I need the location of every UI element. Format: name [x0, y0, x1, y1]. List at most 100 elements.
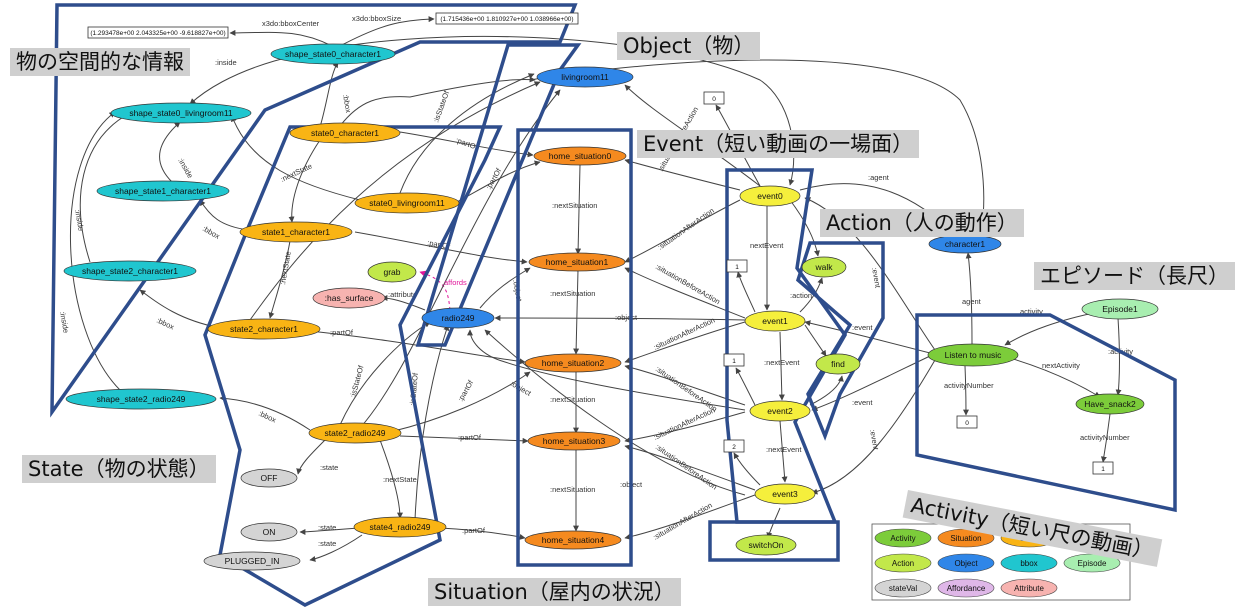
edge-state4radio-partof — [439, 527, 526, 540]
node-shape-state0-livingroom11[interactable]: shape_state0_livingroom11 — [110, 102, 252, 124]
number-box: 1 — [726, 259, 748, 273]
edge-label: :partOf — [456, 378, 476, 403]
node-livingroom11[interactable]: livingroom11 — [536, 66, 634, 88]
node-episode1[interactable]: Episode1 — [1081, 298, 1159, 320]
label-action: Action（人の動作） — [820, 209, 1024, 237]
node-switchon[interactable]: switchOn — [735, 534, 797, 556]
edge-event3-two — [733, 452, 761, 486]
node-shape-state2-character1[interactable]: shape_state2_character1 — [63, 260, 197, 282]
node-home-situation0[interactable]: home_situation0 — [533, 146, 627, 166]
node-plugged-in[interactable]: PLUGGED_IN — [203, 551, 301, 571]
node-state2-radio249[interactable]: state2_radio249 — [308, 422, 402, 444]
node-event0[interactable]: event0 — [739, 185, 801, 207]
number-text: 1 — [1101, 466, 1105, 473]
node-off[interactable]: OFF — [240, 468, 298, 488]
node-grab[interactable]: grab — [367, 261, 417, 283]
node-label: state2_character1 — [230, 324, 298, 334]
edge-label: :bbox — [341, 94, 353, 114]
node-state0-livingroom11[interactable]: state0_livingroom11 — [354, 192, 460, 214]
edge-label: :partOf — [462, 526, 486, 535]
node-event3[interactable]: event3 — [754, 483, 816, 505]
node-home-situation3[interactable]: home_situation3 — [527, 431, 621, 451]
node-have-snack2[interactable]: Have_snack2 — [1075, 393, 1145, 415]
edge-label: :object — [615, 313, 638, 322]
edge-episode-activity — [1004, 311, 1099, 346]
node-event2[interactable]: event2 — [749, 400, 811, 422]
edge-sit0-next — [575, 164, 582, 255]
node-label: find — [831, 359, 845, 369]
node-find[interactable]: find — [815, 353, 861, 375]
node-label: event0 — [757, 191, 783, 201]
edge-label: nextEvent — [750, 241, 784, 250]
node-has-surface[interactable]: :has_surface — [312, 287, 386, 309]
edge-state4radio-state-plugged — [309, 534, 363, 562]
edge-state0liv-isStateOf — [399, 73, 535, 194]
number-text: 2 — [732, 444, 736, 451]
edge-episode-activity2 — [1115, 317, 1122, 396]
node-home-situation2[interactable]: home_situation2 — [524, 353, 622, 373]
edge-label: agent — [962, 297, 982, 306]
legend-swatch — [1000, 553, 1058, 573]
legend-label: Activity — [890, 534, 915, 543]
number-text: 0 — [965, 420, 969, 427]
node-label: ON — [263, 527, 276, 537]
region-switchon — [708, 520, 840, 562]
node-label: home_situation2 — [542, 358, 605, 368]
bbox-size-value: (1.715436e+00 1.810927e+00 1.038966e+00) — [435, 12, 579, 25]
node-label: state2_radio249 — [325, 428, 386, 438]
node-walk[interactable]: walk — [801, 256, 847, 278]
node-label: home_situation0 — [549, 151, 612, 161]
legend-label: Object — [954, 559, 978, 568]
edge-listen-event2 — [811, 355, 931, 412]
node-label: radio249 — [441, 313, 474, 323]
label-situation: Situation（屋内の状況） — [428, 578, 681, 606]
node-shape-state2-radio249[interactable]: shape_state2_radio249 — [65, 388, 217, 410]
node-listen-to-music[interactable]: Listen to music — [927, 343, 1019, 367]
node-shape-state1-character1[interactable]: shape_state1_character1 — [96, 180, 230, 202]
edge-label: :isStateOf — [431, 89, 451, 124]
edge-listen-agent — [965, 252, 973, 345]
node-event1[interactable]: event1 — [744, 310, 806, 332]
node-state1-character1[interactable]: state1_character1 — [239, 221, 353, 243]
node-home-situation1[interactable]: home_situation1 — [528, 252, 626, 272]
edge-listen-event1 — [804, 320, 931, 354]
edge-listen-event3 — [811, 359, 936, 495]
edge-label: :inside — [58, 311, 71, 334]
edge-event1-before — [624, 267, 746, 319]
edge-label: :event — [852, 323, 873, 332]
edge-label: :nextState — [278, 251, 293, 286]
node-on[interactable]: ON — [240, 522, 298, 542]
edge-state2radio-isStateOf — [339, 321, 431, 426]
node-state4-radio249[interactable]: state4_radio249 — [353, 516, 447, 538]
node-label: Listen to music — [945, 350, 1002, 360]
edge-label: :nextState — [279, 161, 313, 183]
legend-item-attribute: Attribute — [1000, 578, 1058, 598]
edge-listen-next — [1009, 357, 1101, 398]
node-shape-state0-character1[interactable]: shape_state0_character1 — [270, 43, 396, 65]
node-state2-character1[interactable]: state2_character1 — [207, 318, 321, 340]
bbox-center-value: (1.293478e+00 2.043325e+00 -9.618827e+00… — [87, 26, 229, 39]
edge-label: :nextEvent — [764, 358, 800, 367]
node-home-situation4[interactable]: home_situation4 — [524, 530, 622, 550]
node-character1[interactable]: character1 — [928, 234, 1002, 254]
node-label: event1 — [762, 316, 788, 326]
legend-swatch — [874, 578, 932, 598]
edge-state1char-partof — [354, 231, 528, 265]
label-episode: エピソード（長尺） — [1034, 262, 1235, 290]
node-label: state0_livingroom11 — [369, 198, 445, 208]
edge-label: :isStateOf — [348, 363, 365, 398]
edge-label: :state — [320, 463, 338, 472]
node-label: state1_character1 — [262, 227, 330, 237]
legend-item-object: Object — [937, 553, 995, 573]
node-state0-character1[interactable]: state0_character1 — [289, 122, 401, 144]
region-state — [203, 125, 503, 607]
edge-state0liv-bbox — [231, 115, 361, 201]
edge-label: activityNumber — [944, 381, 994, 390]
edge-label: nextActivity — [1042, 361, 1080, 370]
node-label: shape_state1_character1 — [115, 186, 211, 196]
edge-label: :situationBeforeAction — [654, 442, 719, 491]
node-radio249[interactable]: radio249 — [421, 307, 495, 329]
node-label: home_situation4 — [542, 535, 605, 545]
edge-state1char-nextstate — [268, 240, 291, 319]
node-label: Have_snack2 — [1084, 399, 1136, 409]
